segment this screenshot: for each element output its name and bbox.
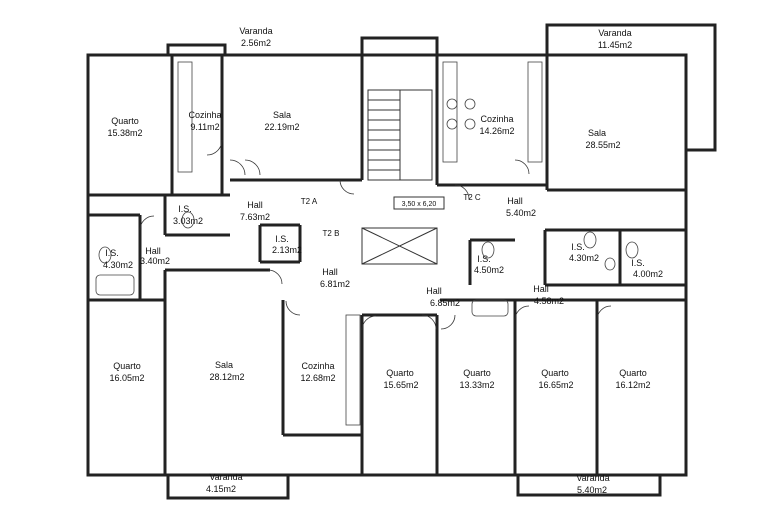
kitchen-counter-icon bbox=[177, 61, 193, 173]
room-name: Cozinha bbox=[480, 114, 513, 124]
room-name: Cozinha bbox=[188, 110, 221, 120]
room-name: Cozinha bbox=[301, 361, 334, 371]
room-area: 16.05m2 bbox=[109, 373, 144, 383]
room-name: I.S. bbox=[275, 234, 289, 244]
bathtub-icon bbox=[95, 274, 135, 296]
room-name: Hall bbox=[507, 196, 523, 206]
room-name: Hall bbox=[426, 286, 442, 296]
room-name: Quarto bbox=[541, 368, 569, 378]
doors bbox=[139, 139, 612, 331]
table-chair-icon-4 bbox=[464, 118, 476, 130]
room-name: Hall bbox=[145, 246, 161, 256]
room-name: I.S. bbox=[571, 242, 585, 252]
room-name: Varanda bbox=[209, 472, 242, 482]
room-area: 11.45m2 bbox=[598, 40, 632, 50]
room-area: 4.50m2 bbox=[474, 265, 504, 275]
room-name: I.S. bbox=[105, 248, 119, 258]
room-labels: Varanda 2.56m2 Varanda 11.45m2 Quarto 15… bbox=[103, 26, 663, 495]
toilet-icon-2 bbox=[181, 211, 195, 229]
table-chair-icon bbox=[446, 98, 458, 110]
room-name: Quarto bbox=[386, 368, 414, 378]
stair-core bbox=[361, 89, 445, 265]
room-area: 9.11m2 bbox=[190, 122, 219, 132]
room-name: Hall bbox=[247, 200, 263, 210]
room-area: 15.38m2 bbox=[107, 128, 142, 138]
room-name: Hall bbox=[533, 284, 549, 294]
room-area: 4.58m2 bbox=[534, 296, 564, 306]
room-name: Varanda bbox=[576, 473, 609, 483]
room-name: Sala bbox=[273, 110, 291, 120]
room-area: 6.81m2 bbox=[320, 279, 350, 289]
sink-icon bbox=[604, 257, 616, 271]
room-name: Varanda bbox=[239, 26, 272, 36]
interior-walls bbox=[88, 55, 686, 475]
room-name: Quarto bbox=[463, 368, 491, 378]
toilet-icon bbox=[98, 246, 112, 264]
unit-tag-t2c: T2 C bbox=[463, 193, 481, 202]
room-area: 4.15m2 bbox=[206, 484, 236, 494]
room-area: 2.13m2 bbox=[272, 245, 302, 255]
room-area: 22.19m2 bbox=[264, 122, 299, 132]
room-area: 15.65m2 bbox=[383, 380, 418, 390]
fixtures bbox=[95, 61, 639, 426]
room-area: 28.55m2 bbox=[585, 140, 620, 150]
unit-tags: T2 A T2 B T2 C 3,50 x 6,20 bbox=[301, 193, 481, 238]
room-name: Varanda bbox=[598, 28, 631, 38]
stair-box-label: 3,50 x 6,20 bbox=[402, 201, 437, 208]
room-area: 3.40m2 bbox=[140, 256, 170, 266]
toilet-icon-5 bbox=[625, 241, 639, 259]
room-name: Hall bbox=[322, 267, 338, 277]
room-area: 3.03m2 bbox=[173, 216, 203, 226]
room-name: I.S. bbox=[178, 204, 192, 214]
room-area: 4.00m2 bbox=[633, 269, 663, 279]
room-area: 16.65m2 bbox=[538, 380, 573, 390]
room-name: Quarto bbox=[113, 361, 141, 371]
room-area: 5.40m2 bbox=[506, 208, 536, 218]
room-area: 12.68m2 bbox=[300, 373, 335, 383]
kitchen-counter-icon-3 bbox=[527, 61, 543, 163]
toilet-icon-4 bbox=[583, 231, 597, 249]
room-area: 28.12m2 bbox=[209, 372, 244, 382]
unit-tag-t2a: T2 A bbox=[301, 197, 318, 206]
room-name: Quarto bbox=[619, 368, 647, 378]
room-name: I.S. bbox=[631, 258, 645, 268]
room-area: 16.12m2 bbox=[615, 380, 650, 390]
bathtub-icon-2 bbox=[471, 299, 509, 317]
room-area: 7.63m2 bbox=[240, 212, 270, 222]
outer-walls bbox=[86, 23, 717, 500]
room-name: Sala bbox=[215, 360, 233, 370]
table-chair-icon-3 bbox=[446, 118, 458, 130]
room-area: 2.56m2 bbox=[241, 38, 271, 48]
room-area: 14.26m2 bbox=[479, 126, 514, 136]
table-chair-icon-2 bbox=[464, 98, 476, 110]
stair-box bbox=[393, 196, 445, 210]
room-name: Sala bbox=[588, 128, 606, 138]
room-name: Quarto bbox=[111, 116, 139, 126]
unit-tag-t2b: T2 B bbox=[323, 229, 340, 238]
room-area: 13.33m2 bbox=[459, 380, 494, 390]
kitchen-counter-icon-2 bbox=[442, 61, 458, 163]
room-area: 5.40m2 bbox=[577, 485, 607, 495]
room-name: I.S. bbox=[477, 254, 491, 264]
kitchen-counter-icon-4 bbox=[345, 314, 361, 426]
toilet-icon-3 bbox=[481, 241, 495, 259]
room-area: 4.30m2 bbox=[103, 260, 133, 270]
room-area: 6.85m2 bbox=[430, 298, 460, 308]
room-area: 4.30m2 bbox=[569, 253, 599, 263]
